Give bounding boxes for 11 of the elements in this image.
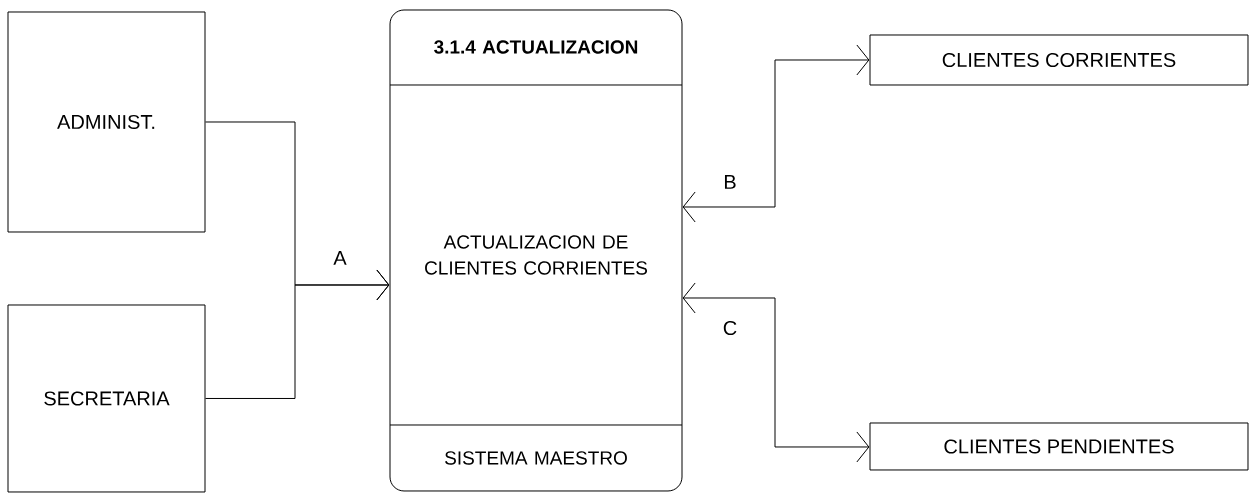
edge-label: A xyxy=(332,250,348,266)
edge-label: C xyxy=(721,319,739,337)
data-store-box: CLIENTES CORRIENTES xyxy=(869,34,1249,86)
data-store-box: CLIENTES PENDIENTES xyxy=(869,422,1249,471)
process-box: 3.1.4 ACTUALIZACION ACTUALIZACION DE CLIENTES CORRIENTES SISTEMA MAESTRO xyxy=(389,9,683,492)
arrow xyxy=(682,44,870,223)
entity-box: ADMINIST. xyxy=(7,11,206,233)
arrow xyxy=(682,282,870,463)
entity-box: SECRETARIA xyxy=(7,304,206,493)
edge-label: B xyxy=(722,174,738,190)
arrow xyxy=(205,269,390,399)
